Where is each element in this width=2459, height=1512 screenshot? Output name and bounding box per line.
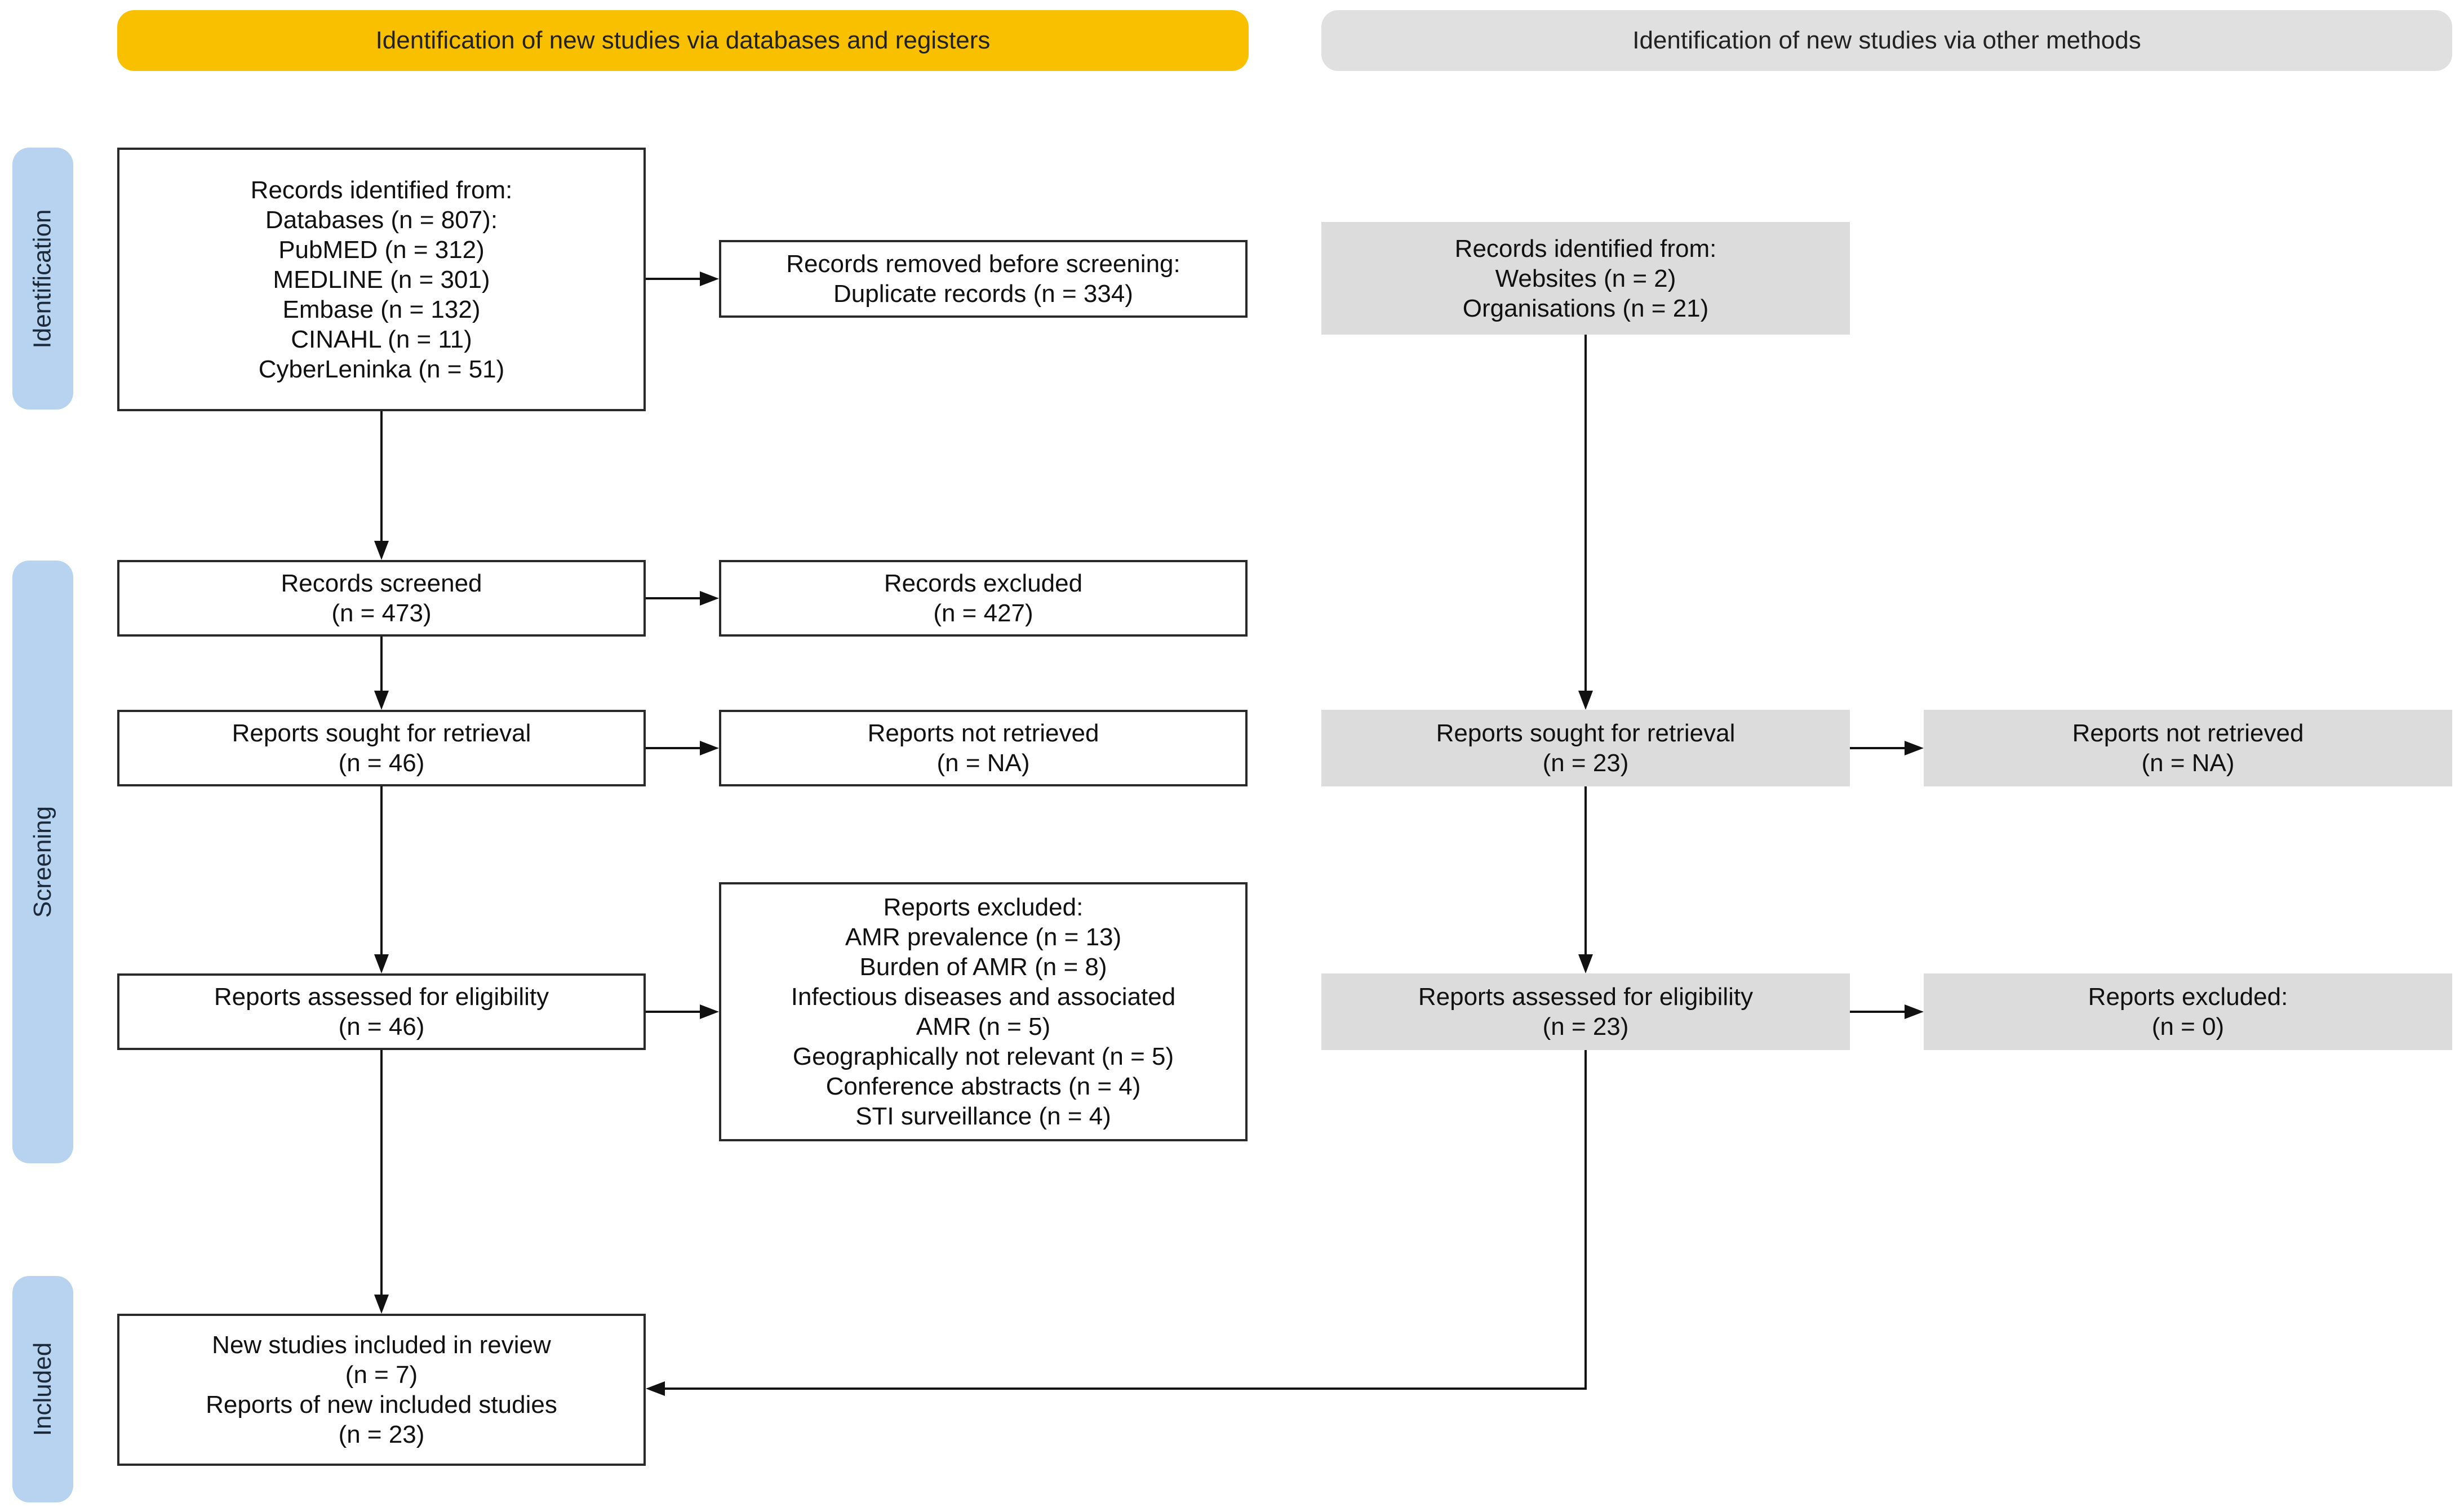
arrowhead <box>1905 1004 1924 1019</box>
box-text-line: Organisations (n = 21) <box>1462 294 1709 322</box>
box-text-line: (n = 473) <box>331 599 432 627</box>
box-text-line: (n = 46) <box>338 1013 425 1040</box>
arrowhead <box>1578 691 1593 710</box>
box-text-line: Embase (n = 132) <box>282 295 481 323</box>
arrowheads <box>374 272 1924 1396</box>
arrowhead <box>700 591 719 606</box>
box-text-line: PubMED (n = 312) <box>278 235 485 264</box>
box-reports-sought-databases: Reports sought for retrieval(n = 46) <box>117 710 646 786</box>
arrowhead <box>374 691 389 710</box>
box-text-line: AMR (n = 5) <box>916 1013 1051 1040</box>
box-reports-sought-other: Reports sought for retrieval(n = 23) <box>1321 710 1850 786</box>
box-text-line: Duplicate records (n = 334) <box>833 280 1133 308</box>
box-text-line: Databases (n = 807): <box>265 206 498 234</box>
arrowhead <box>374 1295 389 1314</box>
box-text-line: Records identified from: <box>1454 234 1717 263</box>
box-new-studies-included: New studies included in review(n = 7)Rep… <box>117 1314 646 1466</box>
box-reports-assessed-databases: Reports assessed for eligibility(n = 46) <box>117 973 646 1050</box>
phase-included: Included <box>12 1276 73 1502</box>
arrowhead <box>374 954 389 973</box>
arrowhead <box>700 741 719 755</box>
header-other-methods: Identification of new studies via other … <box>1321 10 2452 71</box>
box-text-line: Geographically not relevant (n = 5) <box>792 1043 1174 1070</box>
box-text-line: (n = 23) <box>338 1421 425 1448</box>
box-text-line: Burden of AMR (n = 8) <box>859 953 1107 981</box>
box-text-line: Reports sought for retrieval <box>232 719 531 747</box>
arrowhead <box>700 272 719 286</box>
box-text-line: Records excluded <box>884 570 1083 597</box>
phase-identification: Identification <box>12 148 73 410</box>
box-text-line: Reports of new included studies <box>206 1391 557 1418</box>
box-reports-excluded-other: Reports excluded:(n = 0) <box>1924 973 2452 1050</box>
box-text-line: (n = 0) <box>2151 1013 2225 1040</box>
box-text-line: CyberLeninka (n = 51) <box>258 355 505 383</box>
box-text-line: (n = 23) <box>1542 749 1629 777</box>
box-text-line: New studies included in review <box>212 1331 551 1359</box>
box-text-line: CINAHL (n = 11) <box>291 325 472 353</box>
arrowhead <box>374 541 389 560</box>
box-text-line: Conference abstracts (n = 4) <box>825 1073 1141 1100</box>
box-reports-not-retrieved-other: Reports not retrieved(n = NA) <box>1924 710 2452 786</box>
box-text-line: Records removed before screening: <box>786 250 1180 278</box>
box-text-line: Reports excluded: <box>883 893 1084 921</box>
box-text-line: (n = NA) <box>2141 749 2235 777</box>
arrow-other-assessed-to-included <box>665 1050 1587 1390</box>
box-text-line: (n = 46) <box>338 749 425 777</box>
header-databases-label: Identification of new studies via databa… <box>375 26 991 54</box>
box-reports-not-retrieved-databases: Reports not retrieved(n = NA) <box>719 710 1248 786</box>
box-reports-assessed-other: Reports assessed for eligibility(n = 23) <box>1321 973 1850 1050</box>
header-databases: Identification of new studies via databa… <box>117 10 1249 71</box>
box-text-line: Records screened <box>281 570 482 597</box>
arrowhead <box>700 1004 719 1019</box>
box-records-removed: Records removed before screening:Duplica… <box>719 240 1248 318</box>
arrowhead <box>1578 954 1593 973</box>
arrowhead <box>1905 741 1924 755</box>
box-text-line: Reports sought for retrieval <box>1436 719 1735 747</box>
box-records-excluded: Records excluded(n = 427) <box>719 560 1248 637</box>
box-text-line: (n = NA) <box>936 749 1030 777</box>
box-text-line: (n = 23) <box>1542 1013 1629 1040</box>
box-records-screened: Records screened(n = 473) <box>117 560 646 637</box>
box-records-identified-databases: Records identified from:Databases (n = 8… <box>117 148 646 411</box>
box-text-line: MEDLINE (n = 301) <box>273 265 490 293</box>
box-text-line: AMR prevalence (n = 13) <box>845 923 1122 951</box>
box-text-line: Reports not retrieved <box>867 719 1099 747</box>
box-text-line: Infectious diseases and associated <box>791 983 1176 1011</box>
box-records-identified-other: Records identified from:Websites (n = 2)… <box>1321 222 1850 335</box>
box-text-line: Reports assessed for eligibility <box>1418 983 1754 1011</box>
box-text-line: STI surveillance (n = 4) <box>855 1102 1111 1130</box>
box-text-line: (n = 427) <box>933 599 1033 627</box>
box-text-line: Reports excluded: <box>2088 983 2288 1011</box>
box-reports-excluded-databases: Reports excluded:AMR prevalence (n = 13)… <box>719 882 1248 1141</box>
phase-screening: Screening <box>12 561 73 1163</box>
box-text-line: Reports not retrieved <box>2072 719 2304 747</box>
box-text-line: Records identified from: <box>250 176 513 204</box>
box-text-line: Reports assessed for eligibility <box>214 983 549 1011</box>
box-text-line: (n = 7) <box>345 1361 418 1389</box>
header-other-label: Identification of new studies via other … <box>1632 26 2141 54</box>
arrowhead <box>646 1381 665 1396</box>
box-text-line: Websites (n = 2) <box>1495 264 1676 292</box>
